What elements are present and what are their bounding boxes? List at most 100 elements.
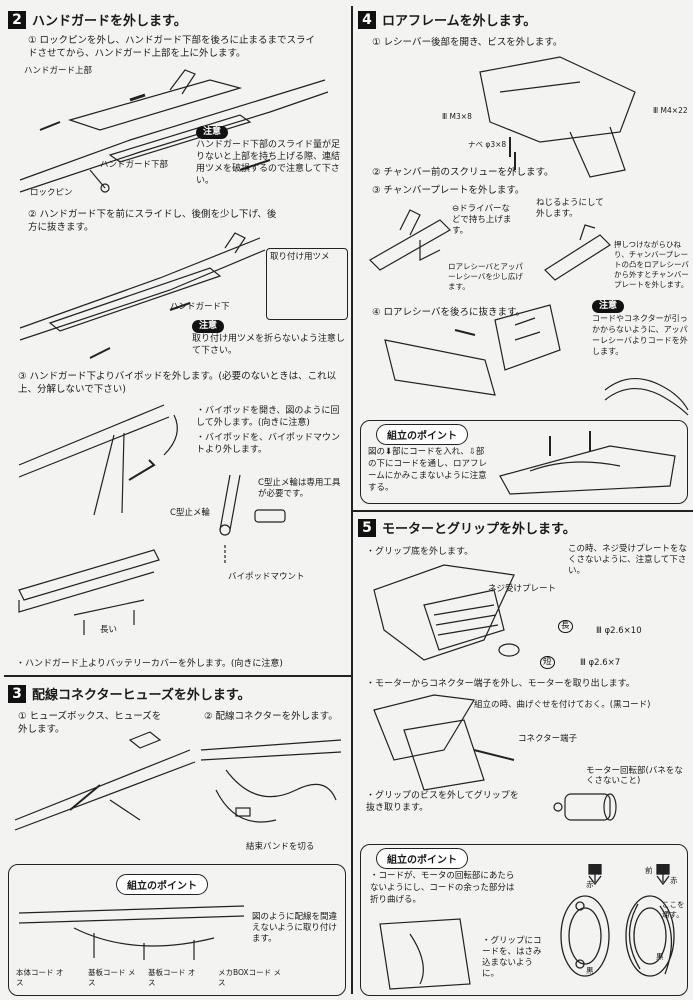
caution-1-text: ハンドガード下部のスライド量が足りないと上部を持ち上げる際、連結用ツメを破損する…	[196, 140, 341, 186]
motor-illustration	[553, 793, 617, 821]
s3-point-text: 図のように配線を間違えないように取り付けます。	[252, 912, 338, 944]
chamber-plate-illustration-1	[369, 209, 451, 271]
caution-2: 注意 取り付け用ツメを折らないよう注意して下さい。	[192, 320, 347, 357]
motor-wiring-diagram	[560, 864, 675, 977]
section-number: 5	[358, 518, 376, 537]
s5-point-box	[360, 844, 688, 996]
s4-step1: ① レシーバー後部を開き、ビスを外します。	[372, 37, 563, 48]
section-divider-left	[4, 675, 351, 677]
cord-illustration	[604, 378, 689, 416]
label-here: ここを通す。	[662, 900, 685, 919]
s5-bullet3: ・グリップのビスを外してグリップを抜き取ります。	[366, 791, 519, 813]
lower-receiver-removal-illustration	[384, 304, 561, 396]
grip-bottom-illustration	[373, 564, 520, 661]
section-3: 3 配線コネクターヒューズを外します。	[8, 684, 251, 703]
label-lockpin: ロックピン	[30, 188, 73, 198]
section-title: ロアフレームを外します。	[382, 14, 537, 29]
label-front-1: 前	[645, 866, 653, 875]
s2-step1: ① ロックピンを外し、ハンドガード下部を後ろに止まるまでスライドさせてから、ハン…	[28, 35, 316, 59]
s4-step2: ② チャンバー前のスクリューを外します。	[372, 167, 554, 178]
caution-badge-2: 注意	[192, 320, 225, 333]
label-m3: Ⅲ M3×8	[442, 112, 472, 121]
s3-step2: ② 配線コネクターを外します。	[204, 711, 338, 722]
column-divider	[351, 6, 353, 994]
label-band: 結束バンドを切る	[246, 842, 315, 852]
section-title: ハンドガードを外します。	[32, 14, 187, 29]
s2-step3: ③ ハンドガード下よりバイポッドを外します。(必要のないときは、これ以上、分解し…	[18, 371, 337, 395]
label-long: 長い	[100, 625, 118, 635]
label-cord-a: 本体コード オス	[16, 968, 64, 987]
caution-s4: 注意 コードやコネクターが引っかからないように、アッパーレシーバよりコードを外し…	[592, 300, 692, 357]
label-plate: ネジ受けプレート	[488, 584, 557, 594]
label-black-1: 黒	[586, 966, 594, 975]
caution-badge: 注意	[196, 126, 229, 139]
label-press: 押しつけながらひねり、チャンバープレートの凸をロアレシーバから外すとチャンバープ…	[614, 240, 689, 289]
caution-1: 注意 ハンドガード下部のスライド量が足りないと上部を持ち上げる際、連結用ツメを破…	[196, 126, 344, 187]
s5-bullet1: ・グリップ底を外します。	[366, 547, 474, 557]
label-red-1: 赤	[586, 880, 594, 889]
label-cring-note: C型止メ輪は専用工具が必要です。	[258, 478, 341, 499]
s4-point-title: 組立のポイント	[376, 424, 468, 445]
s2-battery-note: ・ハンドガード上よりバッテリーカバーを外します。(向きに注意)	[16, 659, 283, 669]
s3-step1: ① ヒューズボックス、ヒューズを外します。	[18, 711, 162, 735]
section-number: 3	[8, 684, 26, 703]
section-title: モーターとグリップを外します。	[382, 522, 576, 537]
s2-bullet2: ・バイポッドを、バイポッドマウントより外します。	[196, 433, 341, 455]
handguard-lower-slide-illustration	[19, 232, 266, 359]
chamber-plate-illustration-2	[544, 224, 611, 281]
section-number: 2	[8, 10, 26, 29]
label-cring: C型止メ輪	[170, 508, 210, 518]
s3-point-title: 組立のポイント	[116, 874, 208, 895]
s5-point-title: 組立のポイント	[376, 848, 468, 869]
s4-point-text: 図の⬇部にコードを入れ、⇩部の下にコードを通し、ロアフレームにかみこまないように…	[368, 447, 488, 493]
label-tsume: 取り付け用ツメ	[270, 252, 330, 262]
label-cord-b: 基板コード メス	[88, 968, 136, 987]
s5-plate-note: この時、ネジ受けプレートをなくさないように、注意して下さい。	[568, 544, 688, 576]
caution-2-text: 取り付け用ツメを折らないよう注意して下さい。	[192, 334, 345, 356]
label-cord-d: メカBOXコード メス	[218, 968, 281, 987]
battery-cover-illustration	[18, 549, 160, 635]
tsume-detail-box	[266, 248, 348, 320]
s3-point-box	[8, 864, 346, 996]
label-rotor: モーター回転部(バネをなくさないこと)	[586, 766, 683, 786]
section-number: 4	[358, 10, 376, 29]
section-4-header: 4 ロアフレームを外します。	[358, 10, 536, 29]
caution-s4-text: コードやコネクターが引っかからないように、アッパーレシーバよりコードを外します。	[592, 314, 688, 356]
grip-cord-illustration	[379, 918, 471, 990]
label-handguard-lower-2: ハンドガード下	[170, 302, 230, 312]
s5-bullet2: ・モーターからコネクター端子を外し、モーターを取り出します。	[366, 679, 635, 689]
wiring-connector-illustration	[200, 739, 342, 823]
s5-point-text: ・コードが、モータの回転部にあたらないようにし、コードの余った部分は折り曲げる。	[370, 871, 515, 905]
label-twist: ねじるようにして外します。	[536, 198, 604, 219]
label-lower-upper: ロアレシーバとアッパーレシーバを少し広げます。	[448, 262, 523, 291]
section-5-header: 5 モーターとグリップを外します。	[358, 518, 576, 537]
bipod-illustration	[18, 404, 178, 516]
s5-grip-note: ・グリップにコードを、はさみ込まないように。	[482, 936, 542, 979]
label-bend: 組立の時、曲げぐせを付けておく。(黒コード)	[474, 700, 651, 710]
section-5: 5 モーターとグリップを外します。	[358, 518, 576, 537]
bipod-mount-parts	[219, 474, 286, 565]
label-m4: Ⅲ M4×22	[653, 106, 688, 115]
label-screw-1: Ⅲ φ2.6×10	[596, 626, 642, 636]
label-bipod-mount: バイポッドマウント	[228, 572, 305, 582]
caution-badge-s4: 注意	[592, 300, 625, 313]
receiver-rear-illustration	[479, 56, 636, 178]
section-2: 2 ハンドガードを外します。	[8, 10, 187, 29]
label-screw-2: Ⅲ φ2.6×7	[580, 658, 621, 668]
section-title: 配線コネクターヒューズを外します。	[32, 688, 251, 703]
label-nabe: ナベ φ3×8	[468, 140, 507, 149]
label-long-screw: 長	[558, 620, 573, 633]
s4-step3: ③ チャンバープレートを外します。	[372, 185, 525, 196]
s2-step2: ② ハンドガード下を前にスライドし、後側を少し下げ、後方に抜きます。	[28, 209, 277, 233]
section-4: 4 ロアフレームを外します。	[358, 10, 536, 29]
section-2-header: 2 ハンドガードを外します。	[8, 10, 187, 29]
wiring-route-illustration	[18, 905, 245, 960]
s4-step4: ④ ロアレシーバを後ろに抜きます。	[372, 307, 525, 318]
label-handguard-upper: ハンドガード上部	[24, 66, 93, 76]
motor-removal-illustration	[373, 694, 515, 791]
s4-point-box	[360, 420, 688, 504]
section-3-header: 3 配線コネクターヒューズを外します。	[8, 684, 251, 703]
s2-bullet1: ・バイポッドを開き、図のように回して外します。(向きに注意)	[196, 406, 340, 428]
label-black-2: 黒	[656, 952, 664, 961]
